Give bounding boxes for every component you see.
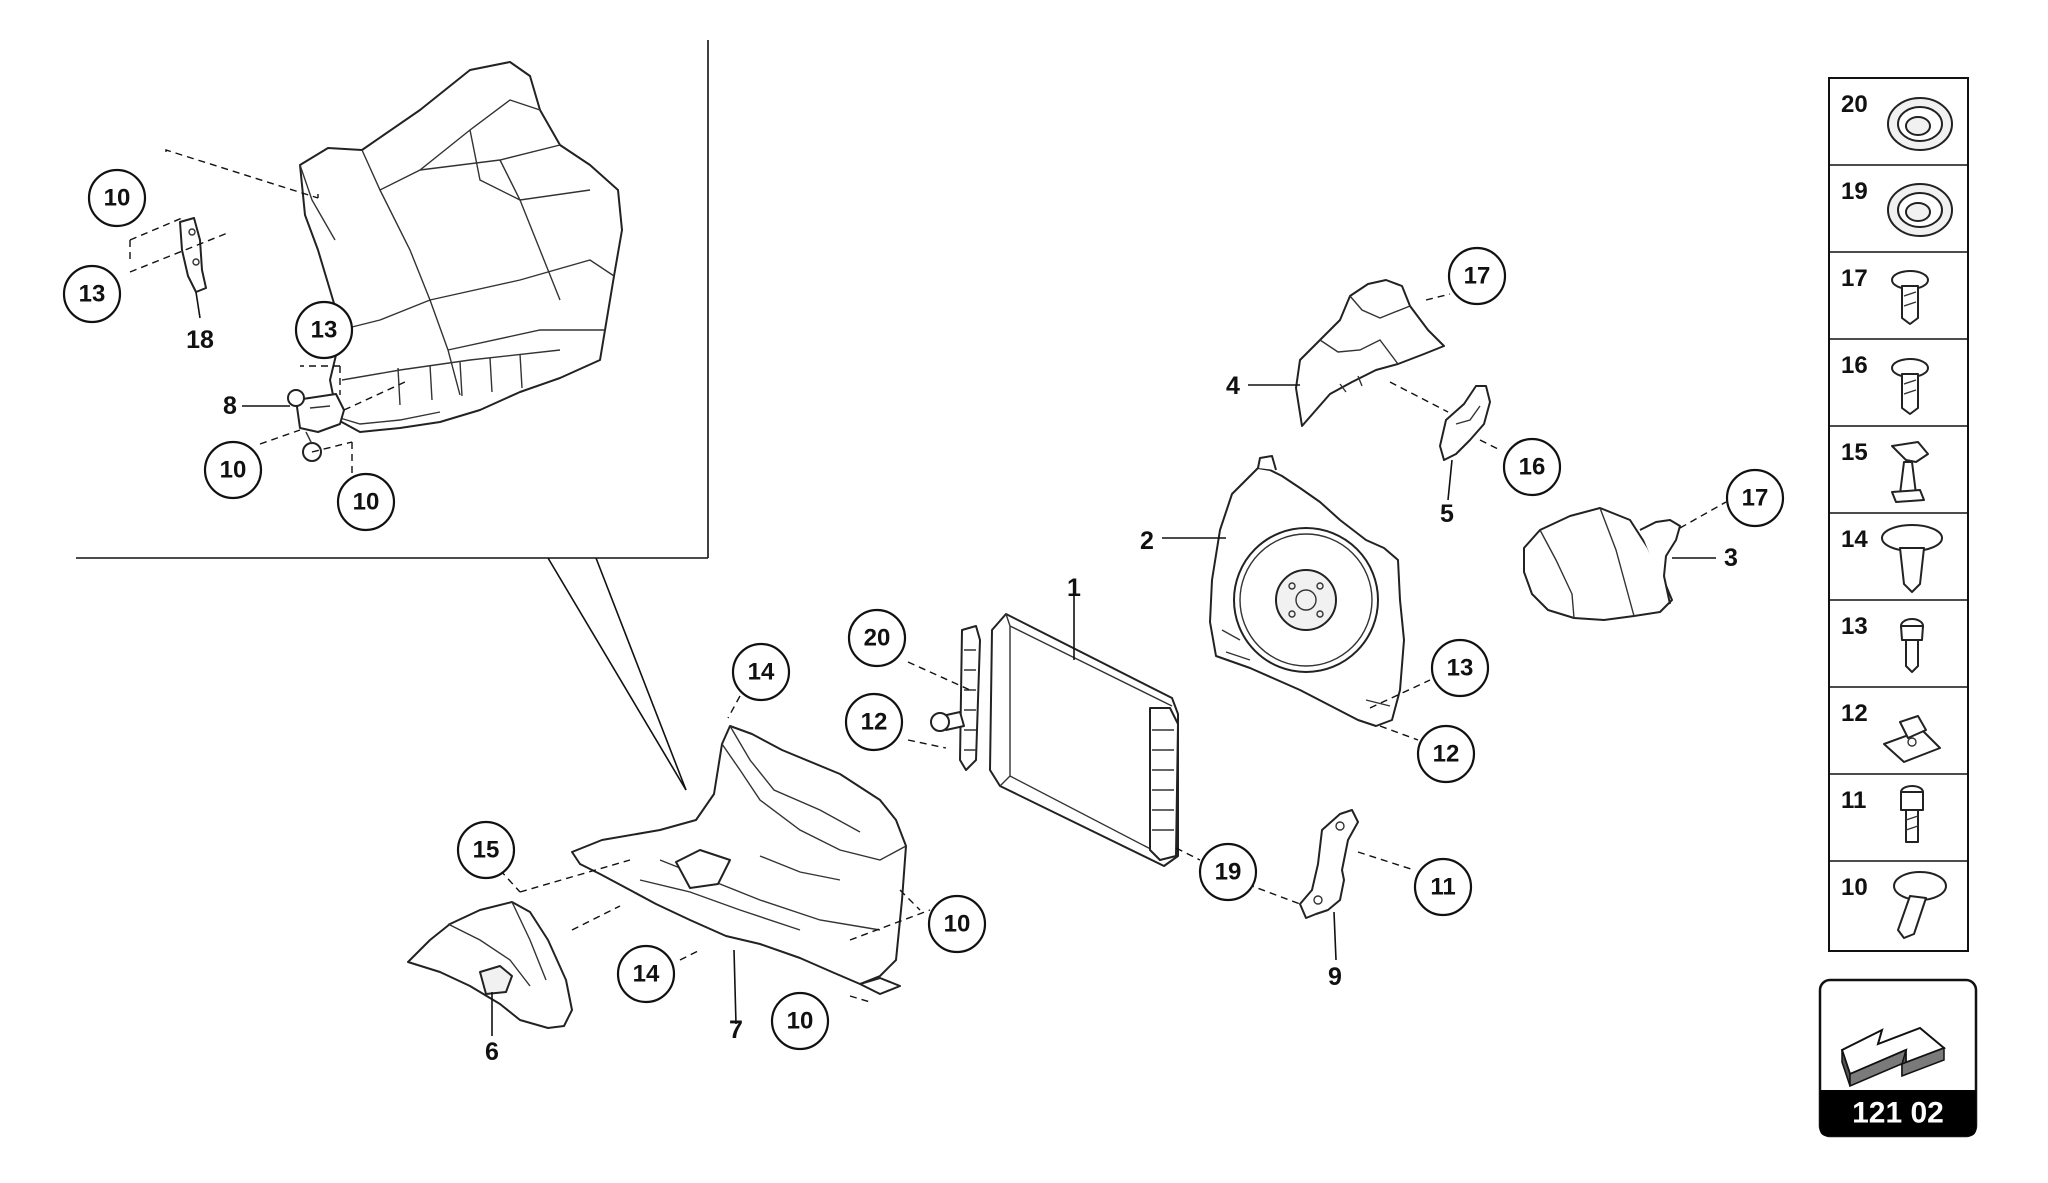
part-label-3[interactable]: 3 (1724, 544, 1738, 572)
screw-icon (1891, 358, 1929, 415)
svg-text:12: 12 (861, 709, 888, 736)
svg-text:16: 16 (1841, 352, 1868, 379)
callout-17-right[interactable]: 17 (1725, 468, 1785, 528)
svg-text:13: 13 (79, 281, 106, 308)
svg-text:20: 20 (1841, 91, 1868, 118)
plastic-rivet-icon (1881, 524, 1943, 593)
part-9-drawing (1299, 809, 1359, 919)
legend-row-19[interactable]: 19 (1841, 178, 1953, 237)
callout-17-top[interactable]: 17 (1447, 246, 1507, 306)
part-3-drawing (1523, 507, 1681, 621)
svg-text:10: 10 (787, 1008, 814, 1035)
part-2-drawing (1209, 455, 1405, 727)
part-label-7[interactable]: 7 (729, 1016, 743, 1044)
screw-icon (1900, 618, 1924, 673)
callout-12-radiator[interactable]: 12 (844, 692, 904, 752)
expanding-rivet-icon (1891, 441, 1929, 503)
svg-text:11: 11 (1841, 787, 1866, 814)
part-6-drawing (407, 901, 573, 1029)
legend-row-12[interactable]: 12 (1841, 700, 1941, 763)
bracket-18-drawing (179, 217, 207, 293)
callout-19[interactable]: 19 (1198, 842, 1258, 902)
svg-text:13: 13 (1841, 613, 1868, 640)
bolt-icon (1900, 785, 1924, 843)
part-label-9[interactable]: 9 (1328, 963, 1342, 991)
grommet-icon (1887, 97, 1953, 151)
legend-row-11[interactable]: 11 (1841, 785, 1924, 843)
inset-dashed-lines (129, 149, 406, 480)
callout-11[interactable]: 11 (1413, 857, 1473, 917)
svg-text:15: 15 (1841, 439, 1868, 466)
part-label-1[interactable]: 1 (1067, 574, 1081, 602)
svg-text:19: 19 (1215, 859, 1242, 886)
legend-row-10[interactable]: 10 (1841, 871, 1947, 939)
legend-row-16[interactable]: 16 (1841, 352, 1929, 415)
svg-text:10: 10 (944, 911, 971, 938)
callout-inset-13-left[interactable]: 13 (62, 264, 122, 324)
inset-frame (76, 40, 709, 791)
screw-icon (1891, 270, 1929, 325)
callout-12-fan[interactable]: 12 (1416, 724, 1476, 784)
page-reference-badge[interactable]: 121 02 (1818, 978, 1978, 1138)
svg-text:10: 10 (104, 185, 131, 212)
callout-14-bottom[interactable]: 14 (616, 944, 676, 1004)
callout-inset-13-mid[interactable]: 13 (294, 300, 354, 360)
main-dashed-leaders (499, 293, 1727, 1003)
svg-text:14: 14 (1841, 526, 1868, 553)
badge-code: 121 02 (1852, 1097, 1944, 1130)
callout-10-duct[interactable]: 10 (927, 894, 987, 954)
part-5-drawing (1439, 385, 1491, 461)
callout-inset-10-top[interactable]: 10 (87, 168, 147, 228)
part-label-2[interactable]: 2 (1140, 527, 1154, 555)
grommet-icon (1887, 183, 1953, 237)
speed-nut-icon (1883, 715, 1941, 763)
legend-row-17[interactable]: 17 (1841, 265, 1929, 325)
svg-text:14: 14 (633, 961, 660, 988)
svg-text:10: 10 (353, 489, 380, 516)
callout-15[interactable]: 15 (456, 820, 516, 880)
part-7-drawing (571, 725, 907, 995)
callout-13-fan[interactable]: 13 (1430, 638, 1490, 698)
legend-row-14[interactable]: 14 (1841, 524, 1943, 593)
svg-text:19: 19 (1841, 178, 1868, 205)
legend-row-15[interactable]: 15 (1841, 439, 1929, 503)
legend-row-13[interactable]: 13 (1841, 613, 1924, 673)
svg-text:10: 10 (1841, 874, 1868, 901)
svg-text:16: 16 (1519, 454, 1546, 481)
callout-20[interactable]: 20 (847, 608, 907, 668)
svg-text:13: 13 (311, 317, 338, 344)
svg-text:12: 12 (1433, 741, 1460, 768)
svg-text:17: 17 (1841, 265, 1868, 292)
part-label-4[interactable]: 4 (1226, 372, 1240, 400)
part-label-18[interactable]: 18 (186, 326, 214, 354)
main-solid-leaders (491, 384, 1716, 1036)
part-1-drawing (930, 613, 1179, 867)
svg-text:20: 20 (864, 625, 891, 652)
callout-16[interactable]: 16 (1502, 437, 1562, 497)
svg-text:17: 17 (1742, 485, 1769, 512)
legend-row-20[interactable]: 20 (1841, 91, 1953, 151)
callout-inset-10-bottom[interactable]: 10 (336, 472, 396, 532)
callout-inset-10-left[interactable]: 10 (203, 440, 263, 500)
direction-arrow-icon (1840, 1026, 1946, 1088)
callout-14-top[interactable]: 14 (731, 642, 791, 702)
part-4-drawing (1295, 279, 1445, 427)
part-label-8[interactable]: 8 (223, 392, 237, 420)
part-label-5[interactable]: 5 (1440, 500, 1454, 528)
part-label-6[interactable]: 6 (485, 1038, 499, 1066)
inset-solid-leaders (195, 291, 290, 407)
svg-text:10: 10 (220, 457, 247, 484)
svg-text:11: 11 (1430, 874, 1455, 901)
plastic-rivet-icon (1893, 871, 1947, 939)
svg-text:15: 15 (473, 837, 500, 864)
svg-text:13: 13 (1447, 655, 1474, 682)
svg-text:17: 17 (1464, 263, 1491, 290)
svg-text:12: 12 (1841, 700, 1868, 727)
callout-10-bottom[interactable]: 10 (770, 991, 830, 1051)
inset-air-duct-drawing (299, 61, 623, 433)
svg-text:14: 14 (748, 659, 775, 686)
